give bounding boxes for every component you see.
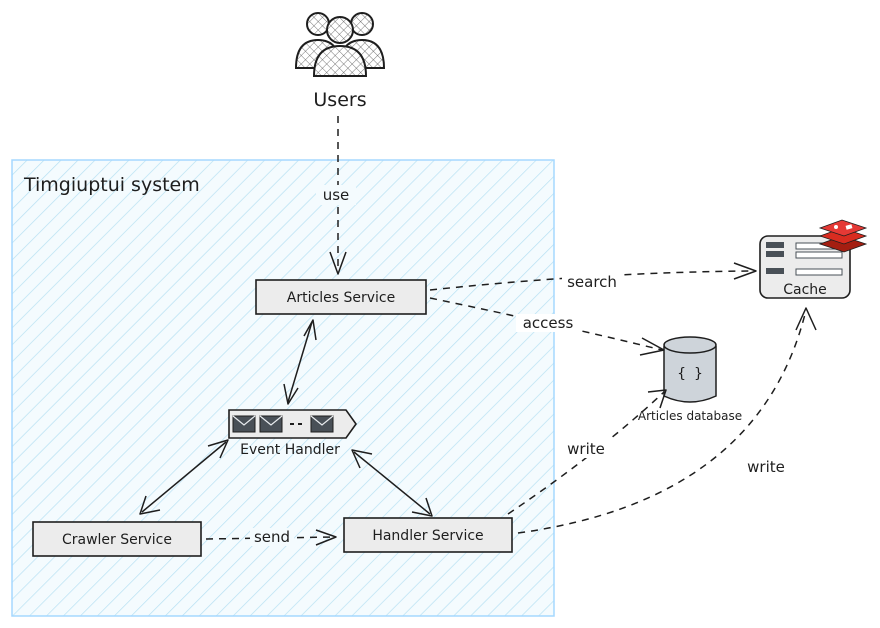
edge-write-cache-label: write	[747, 458, 785, 476]
users-icon	[294, 12, 386, 77]
edge-search: search	[429, 262, 757, 291]
message-icon	[232, 415, 256, 433]
edge-access: access	[429, 297, 665, 356]
edge-search-label: search	[567, 273, 617, 291]
message-icon	[310, 415, 334, 433]
system-title: Timgiuptui system	[23, 174, 200, 196]
articles-service-label: Articles Service	[287, 290, 395, 306]
handler-service-label: Handler Service	[372, 528, 483, 544]
edge-articles-event-arrowhead-bottom	[283, 383, 299, 405]
edge-event-handler-line	[353, 451, 431, 515]
edge-event-crawler-arrowhead-bottom	[139, 495, 161, 515]
edge-access-line	[429, 297, 663, 351]
articles-service-box[interactable]	[255, 279, 427, 315]
edge-event-crawler-arrowhead-top	[207, 439, 229, 459]
edge-send-arrowhead	[315, 529, 337, 546]
edge-articles-event-arrowhead-top	[303, 319, 317, 341]
crawler-service-label: Crawler Service	[62, 532, 172, 548]
edge-write-database-arrowhead	[647, 389, 667, 409]
cache-node[interactable]: Cache	[759, 219, 868, 299]
edge-write-cache-label-bg	[742, 458, 790, 476]
event-handler-label: Event Handler	[240, 442, 340, 458]
edge-access-arrowhead	[639, 337, 665, 356]
edge-write-cache-arrowhead	[795, 307, 817, 331]
edge-write-cache: write	[517, 307, 817, 534]
edge-search-line	[429, 270, 755, 291]
articles-service-node[interactable]: Articles Service	[255, 279, 427, 315]
cache-label: Cache	[783, 282, 827, 298]
users-label: Users	[313, 89, 366, 111]
event-handler-node[interactable]: Event Handler	[228, 409, 357, 458]
message-icon	[259, 415, 283, 433]
articles-database-label: Articles database	[638, 409, 742, 423]
crawler-service-node[interactable]: Crawler Service	[32, 521, 202, 557]
database-icon: { }	[677, 366, 702, 382]
edge-event-handler	[351, 449, 433, 517]
edge-use-arrowhead	[329, 251, 347, 275]
edge-articles-event	[283, 319, 317, 405]
edge-send-label-bg	[250, 528, 294, 546]
edge-write-database-label-bg	[562, 440, 610, 458]
edge-write-database: write	[507, 389, 667, 515]
edge-search-label-bg	[562, 273, 622, 291]
articles-database-node[interactable]: { } Articles database	[638, 336, 742, 423]
edge-search-arrowhead	[733, 262, 757, 280]
edge-articles-event-line	[287, 321, 313, 403]
edge-event-handler-arrowhead-top	[351, 449, 373, 469]
edge-use-label-bg	[316, 185, 356, 205]
edge-access-label-bg	[516, 314, 580, 332]
edge-use-label: use	[323, 186, 350, 204]
handler-service-node[interactable]: Handler Service	[343, 517, 513, 553]
edge-event-crawler-line	[141, 441, 227, 513]
edge-event-handler-arrowhead-bottom	[411, 497, 433, 517]
users-actor: Users	[294, 12, 386, 111]
edge-use: use	[316, 116, 356, 275]
edge-send-line	[205, 536, 335, 540]
edge-send-label: send	[254, 528, 290, 546]
edge-send: send	[205, 528, 337, 546]
edge-write-cache-line	[517, 309, 807, 534]
ellipsis-icon	[290, 423, 302, 425]
cache-table-icon	[766, 242, 843, 276]
handler-service-box[interactable]	[343, 517, 513, 553]
database-top	[663, 336, 717, 354]
crawler-service-box[interactable]	[32, 521, 202, 557]
edge-access-label: access	[523, 314, 574, 332]
redis-icon	[818, 219, 868, 253]
edge-write-database-label: write	[567, 440, 605, 458]
edge-event-crawler	[139, 439, 229, 515]
